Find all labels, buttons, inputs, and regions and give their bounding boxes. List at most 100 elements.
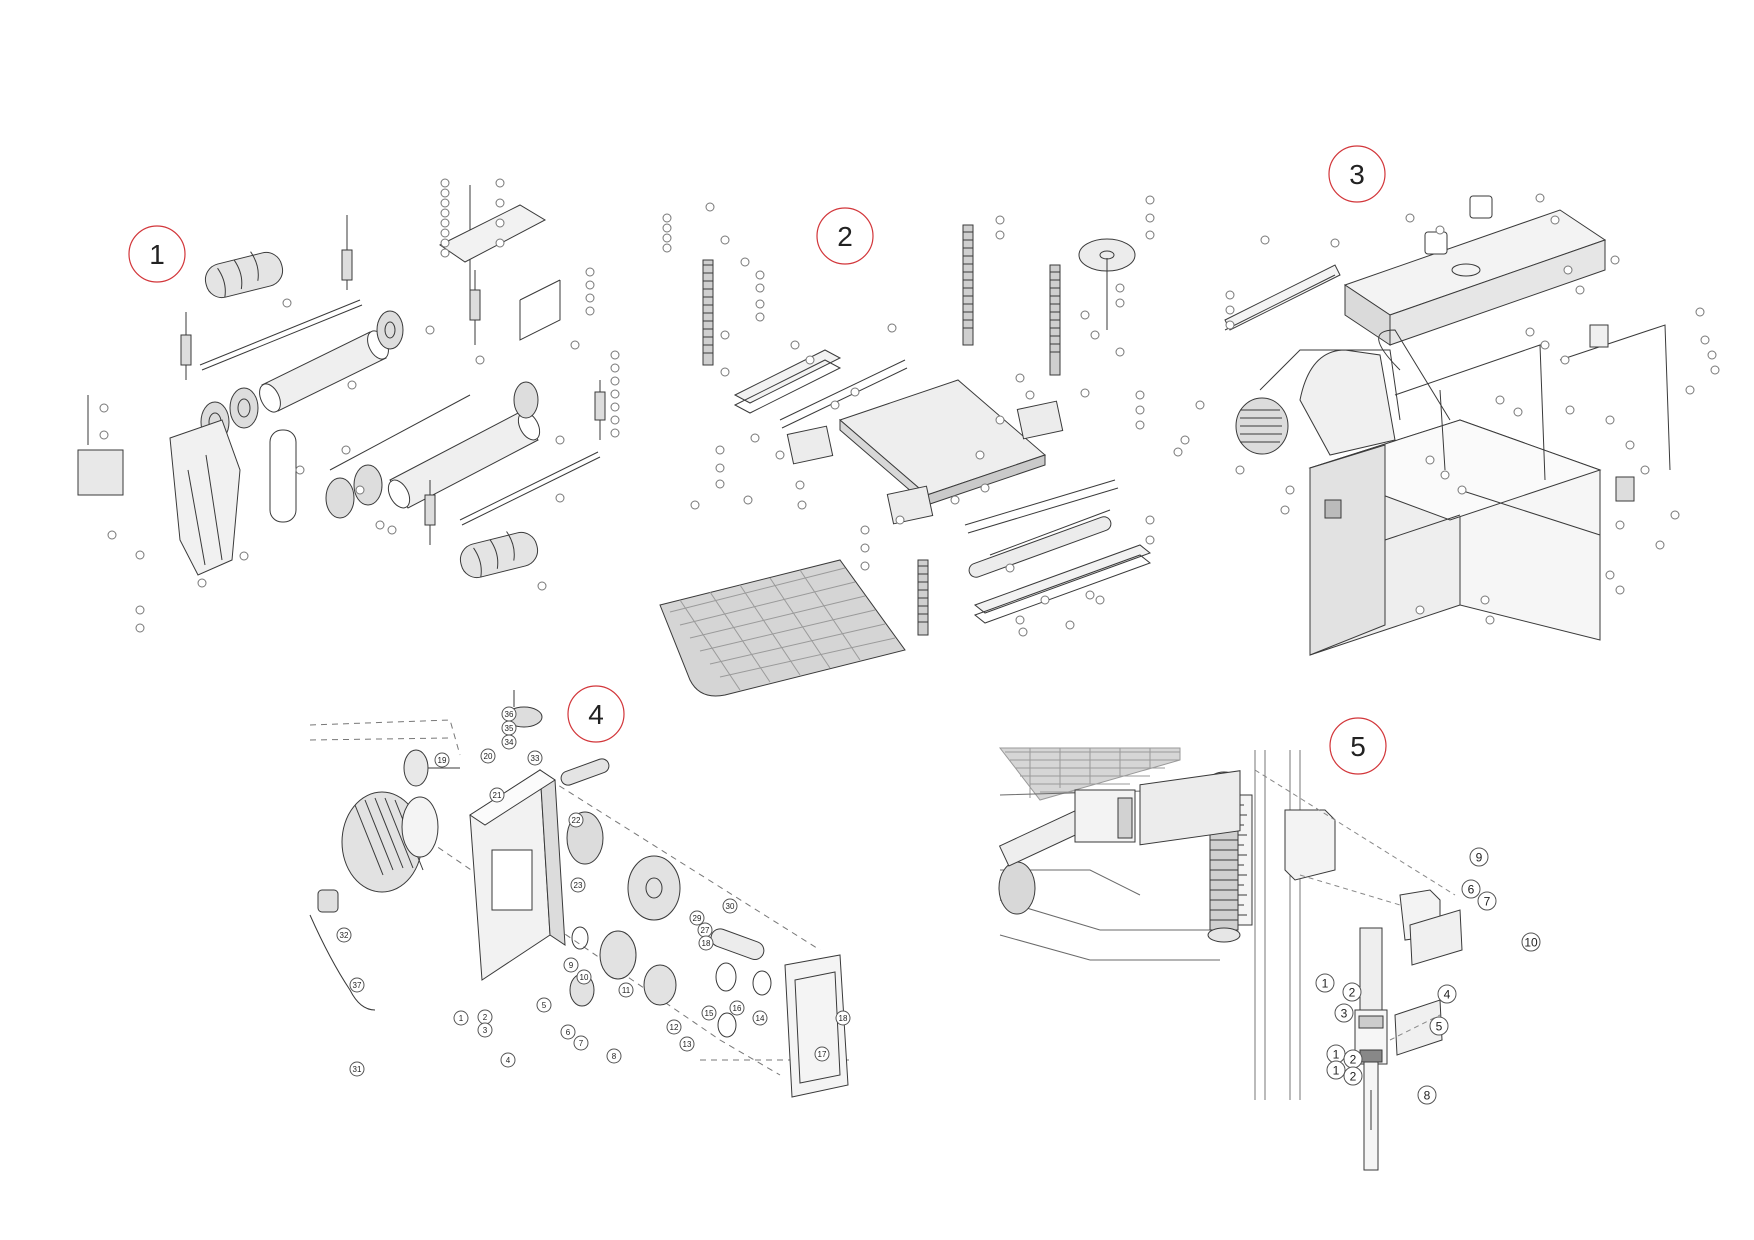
scale-callout-circle bbox=[1470, 848, 1488, 866]
main-roller-upper bbox=[255, 328, 392, 416]
gearbox-callout-circle bbox=[723, 899, 737, 913]
scale-callout-label: 3 bbox=[1341, 1006, 1348, 1020]
scale-callout-circle bbox=[1438, 985, 1456, 1003]
section-badge-2: 2 bbox=[817, 208, 873, 264]
scale-callout-label: 4 bbox=[1444, 987, 1451, 1001]
side-frame bbox=[78, 420, 240, 575]
gearbox-callout-circle bbox=[702, 1006, 716, 1020]
gearbox-callout-circle bbox=[350, 1062, 364, 1076]
scale-callout-circle bbox=[1344, 1067, 1362, 1085]
gearbox-callout-circle bbox=[337, 928, 351, 942]
gearbox-callout-label: 37 bbox=[353, 981, 362, 990]
section-badge-3-label: 3 bbox=[1349, 159, 1365, 190]
ruler-scale bbox=[1238, 795, 1252, 925]
switch-box bbox=[1616, 477, 1634, 501]
gear-train bbox=[570, 856, 771, 1037]
motor-3 bbox=[1236, 398, 1288, 454]
section-badge-1: 1 bbox=[129, 226, 185, 282]
assembly-2-table-columns bbox=[660, 196, 1154, 696]
gearbox-callout-label: 22 bbox=[572, 816, 581, 825]
scale-callout-label: 10 bbox=[1524, 935, 1538, 949]
section-badge-4: 4 bbox=[568, 686, 624, 742]
gearbox-callout-circle bbox=[577, 970, 591, 984]
section-badge-1-label: 1 bbox=[149, 239, 165, 270]
gearbox-callout-label: 12 bbox=[670, 1023, 679, 1032]
gearbox-callout-circle bbox=[490, 788, 504, 802]
gearbox-callout-circle bbox=[537, 998, 551, 1012]
gearbox-callout-circle bbox=[564, 958, 578, 972]
gearbox-callout-circle bbox=[690, 911, 704, 925]
assembly-1-feed-rollers bbox=[78, 179, 619, 632]
rubber-roller-bottom bbox=[457, 529, 541, 581]
gearbox-callout-circle bbox=[481, 749, 495, 763]
scale-callout-label: 2 bbox=[1349, 985, 1356, 999]
gearbox-callout-circle bbox=[569, 813, 583, 827]
side-rails bbox=[735, 350, 1150, 623]
scale-callout-circle bbox=[1343, 983, 1361, 1001]
gearbox-callout-circle bbox=[502, 735, 516, 749]
gearbox-callout-label: 10 bbox=[580, 973, 589, 982]
scale-callout-label: 6 bbox=[1468, 882, 1475, 896]
gearbox-callout-label: 33 bbox=[531, 754, 540, 763]
gearbox-cover bbox=[785, 955, 848, 1097]
scale-callout-label: 7 bbox=[1484, 894, 1491, 908]
shaft-lower bbox=[460, 452, 598, 520]
gearbox-callout-circle bbox=[753, 1011, 767, 1025]
gearbox-callout-circle bbox=[454, 1011, 468, 1025]
scale-callout-circle bbox=[1430, 1017, 1448, 1035]
assembly-4-guides bbox=[310, 720, 850, 1075]
gearbox-callout-label: 18 bbox=[702, 939, 711, 948]
rubber-roller-top bbox=[202, 249, 286, 301]
gearbox-callout-label: 13 bbox=[683, 1040, 692, 1049]
gearbox-callout-label: 19 bbox=[438, 756, 447, 765]
gearbox-callout-circle bbox=[478, 1023, 492, 1037]
gearbox-callout-label: 17 bbox=[818, 1050, 827, 1059]
gearbox-callout-circle bbox=[730, 1001, 744, 1015]
power-cord bbox=[310, 915, 375, 1010]
gearbox-motor bbox=[342, 792, 438, 892]
scale-callout-circle bbox=[1316, 974, 1334, 992]
gearbox-callout-label: 36 bbox=[505, 710, 514, 719]
lead-screws bbox=[703, 225, 1060, 635]
gearbox-callout-circle bbox=[501, 1053, 515, 1067]
head-casting bbox=[1345, 196, 1605, 345]
gearbox-callout-label: 14 bbox=[756, 1014, 765, 1023]
scale-callout-label: 1 bbox=[1322, 976, 1329, 990]
table-top bbox=[840, 380, 1045, 505]
scale-callout-circle bbox=[1462, 880, 1480, 898]
gearbox-callout-label: 3 bbox=[483, 1026, 488, 1035]
main-roller-lower bbox=[384, 382, 544, 511]
gearbox-housing bbox=[470, 770, 565, 980]
assembly-3-cabinet-head bbox=[1174, 194, 1719, 655]
handwheel bbox=[1079, 239, 1135, 330]
assembly-3-callouts bbox=[1174, 194, 1719, 624]
conveyor-belt bbox=[660, 560, 905, 696]
scale-callout-circle bbox=[1327, 1061, 1345, 1079]
scale-callout-label: 1 bbox=[1333, 1063, 1340, 1077]
gearbox-callout-circle bbox=[619, 983, 633, 997]
section-badge-5-label: 5 bbox=[1350, 731, 1366, 762]
section-badge-2-label: 2 bbox=[837, 221, 853, 252]
cabinet-body bbox=[1310, 420, 1600, 655]
scale-callout-circle bbox=[1522, 933, 1540, 951]
gearbox-callout-circle bbox=[667, 1020, 681, 1034]
assembly-1-callouts bbox=[100, 179, 619, 632]
section-badge-5: 5 bbox=[1330, 718, 1386, 774]
gearbox-callout-label: 16 bbox=[733, 1004, 742, 1013]
digital-readout bbox=[1355, 928, 1387, 1170]
gearbox-callout-circle bbox=[571, 878, 585, 892]
gearbox-callout-label: 20 bbox=[484, 752, 493, 761]
gearbox-callout-label: 31 bbox=[353, 1065, 362, 1074]
gearbox-callout-label: 8 bbox=[612, 1052, 617, 1061]
scale-callout-circle bbox=[1418, 1086, 1436, 1104]
gearbox-callout-circle bbox=[607, 1049, 621, 1063]
shaft-upper bbox=[200, 300, 360, 365]
scale-callout-circle bbox=[1478, 892, 1496, 910]
scale-callout-circle bbox=[1335, 1004, 1353, 1022]
gearbox-callout-circle bbox=[680, 1037, 694, 1051]
